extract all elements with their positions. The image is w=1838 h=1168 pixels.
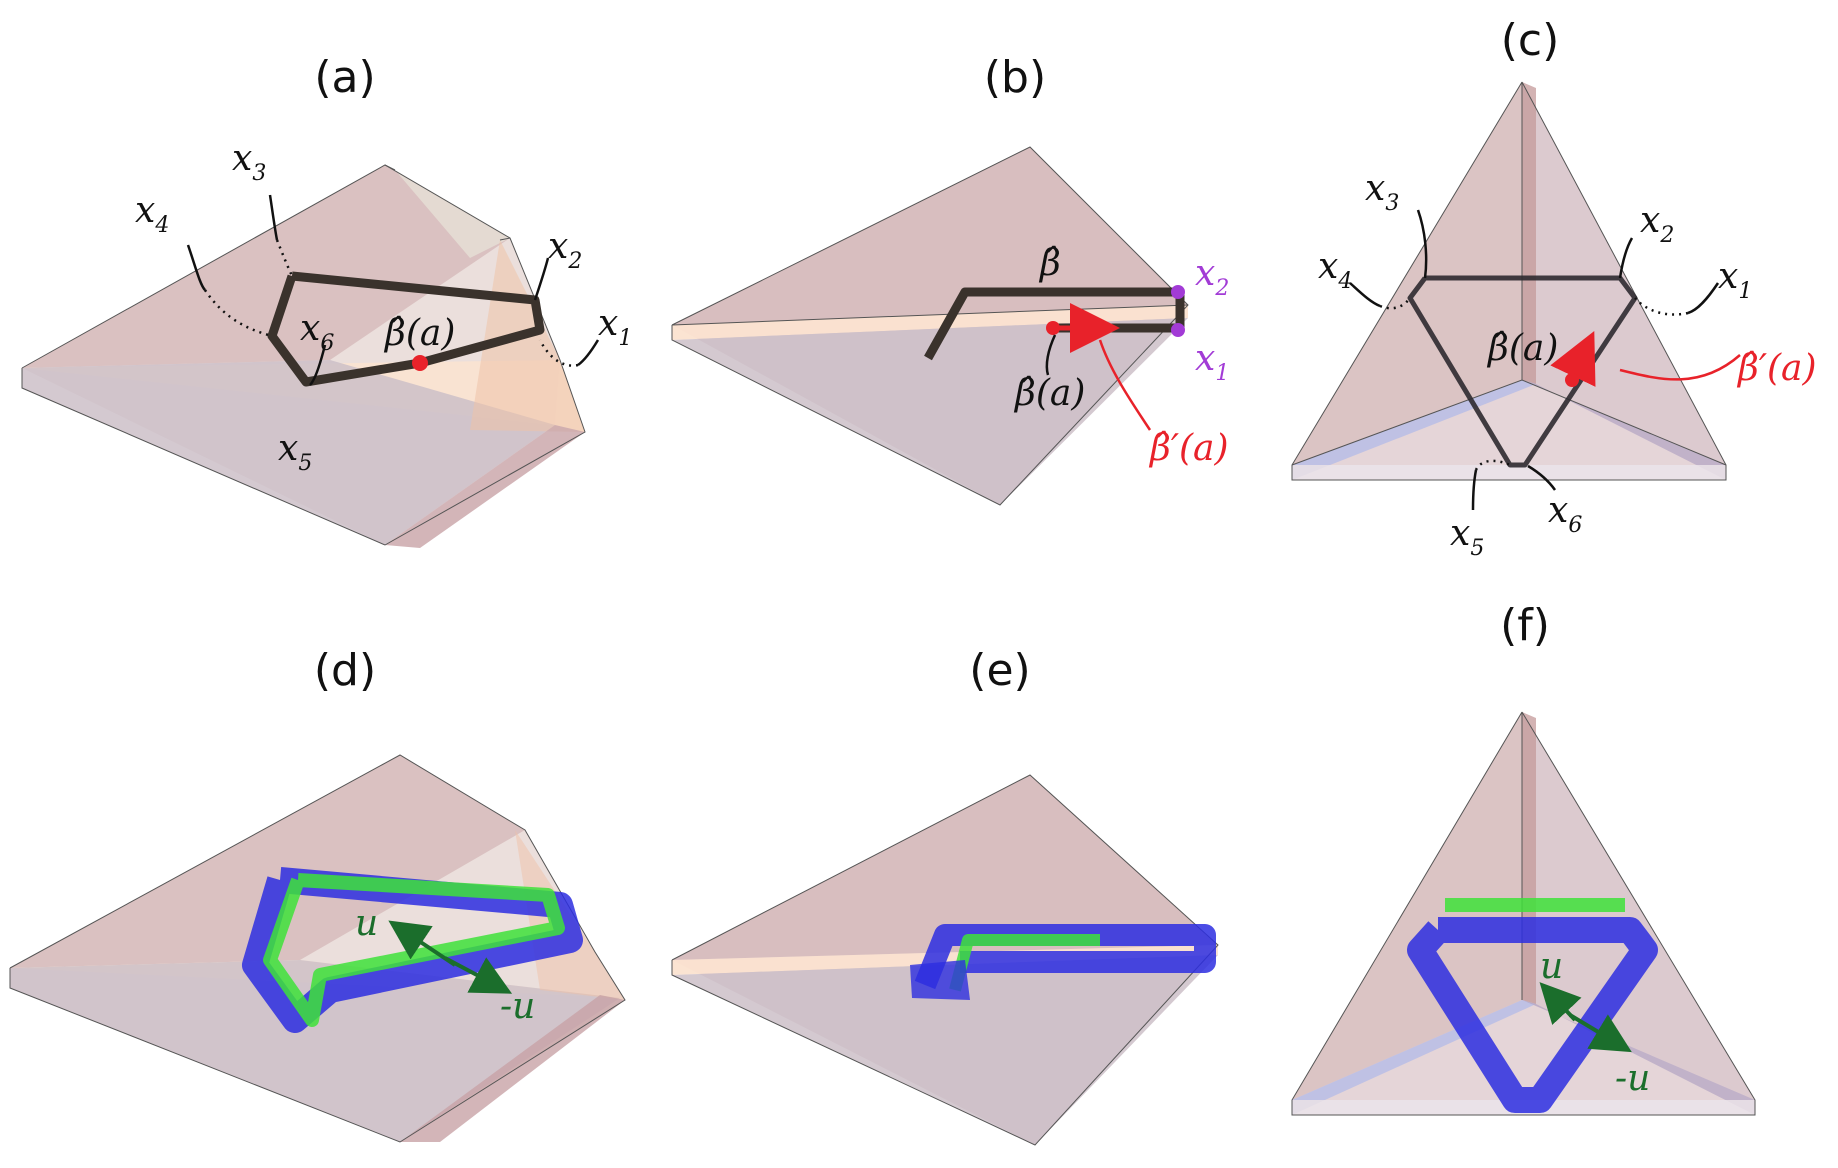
label-beta-hat: β̂ bbox=[1038, 243, 1061, 284]
label-x5-c: x5 bbox=[1450, 513, 1484, 561]
point-x2-b bbox=[1171, 285, 1185, 299]
panel-b-title: (b) bbox=[984, 52, 1046, 103]
label-x2-b: x2 bbox=[1195, 253, 1229, 301]
label-x1-b: x1 bbox=[1195, 338, 1229, 386]
label-beta-prime-b: β̂′(a) bbox=[1148, 428, 1229, 469]
panel-d: (d) u -u bbox=[9, 645, 626, 1143]
panel-f: (f) u -u bbox=[1291, 600, 1756, 1116]
label-beta-prime-c: β̂′(a) bbox=[1736, 348, 1817, 389]
label-x6: x6 bbox=[300, 308, 334, 356]
arrow-neg-u-f bbox=[1568, 1013, 1632, 1053]
polyhedron-a bbox=[21, 164, 586, 548]
panel-b: (b) β̂ β̂(a) β̂′(a) x2 x1 bbox=[671, 52, 1229, 506]
point-x1-b bbox=[1171, 323, 1185, 337]
panel-c: (c) x3 x2 x4 x1 x5 x6 bbox=[1291, 15, 1817, 561]
label-x4-c: x4 bbox=[1318, 246, 1352, 294]
polyhedron-f bbox=[1291, 711, 1756, 1116]
arrow-beta-prime-c bbox=[1550, 330, 1596, 387]
panel-a-title: (a) bbox=[314, 52, 375, 103]
label-x2-c: x2 bbox=[1640, 200, 1674, 248]
polyhedron-c bbox=[1291, 81, 1727, 481]
label-x4: x4 bbox=[135, 190, 169, 238]
label-x5: x5 bbox=[278, 428, 312, 476]
label-neg-u-f: -u bbox=[1615, 1058, 1650, 1099]
panel-c-title: (c) bbox=[1501, 15, 1560, 66]
tube-blue-e bbox=[914, 924, 1216, 990]
tube-green-d bbox=[263, 873, 565, 1027]
panel-e-title: (e) bbox=[969, 645, 1030, 696]
label-u-f: u bbox=[1540, 946, 1563, 987]
arrow-u-f bbox=[1539, 982, 1582, 1026]
label-beta-a-c: β̂(a) bbox=[1486, 328, 1558, 369]
point-beta-a bbox=[412, 355, 428, 371]
label-x3-c: x3 bbox=[1365, 168, 1399, 216]
tube-blue-f bbox=[1407, 917, 1658, 1113]
point-beta-a-c bbox=[1565, 373, 1579, 387]
point-beta-a-b bbox=[1046, 321, 1060, 335]
label-x3: x3 bbox=[232, 138, 266, 186]
panel-f-title: (f) bbox=[1500, 600, 1550, 651]
label-x2: x2 bbox=[548, 226, 582, 274]
polyhedron-b bbox=[671, 146, 1189, 506]
tube-blue-d bbox=[242, 867, 583, 1033]
label-beta-a: β̂(a) bbox=[383, 313, 455, 354]
label-beta-a-b: β̂(a) bbox=[1013, 373, 1085, 414]
label-neg-u-d: -u bbox=[500, 986, 535, 1027]
panel-a: (a) x4 x3 x2 x1 x6 x5 β̂(a) bbox=[21, 52, 632, 548]
label-x1: x1 bbox=[598, 303, 632, 351]
tube-end-e bbox=[910, 960, 970, 1000]
label-x1-c: x1 bbox=[1718, 256, 1752, 304]
panel-d-title: (d) bbox=[314, 645, 376, 696]
label-u-d: u bbox=[355, 903, 378, 944]
arrow-neg-u-d bbox=[444, 956, 513, 994]
panel-e: (e) bbox=[671, 645, 1219, 1146]
label-x6-c: x6 bbox=[1548, 490, 1582, 538]
